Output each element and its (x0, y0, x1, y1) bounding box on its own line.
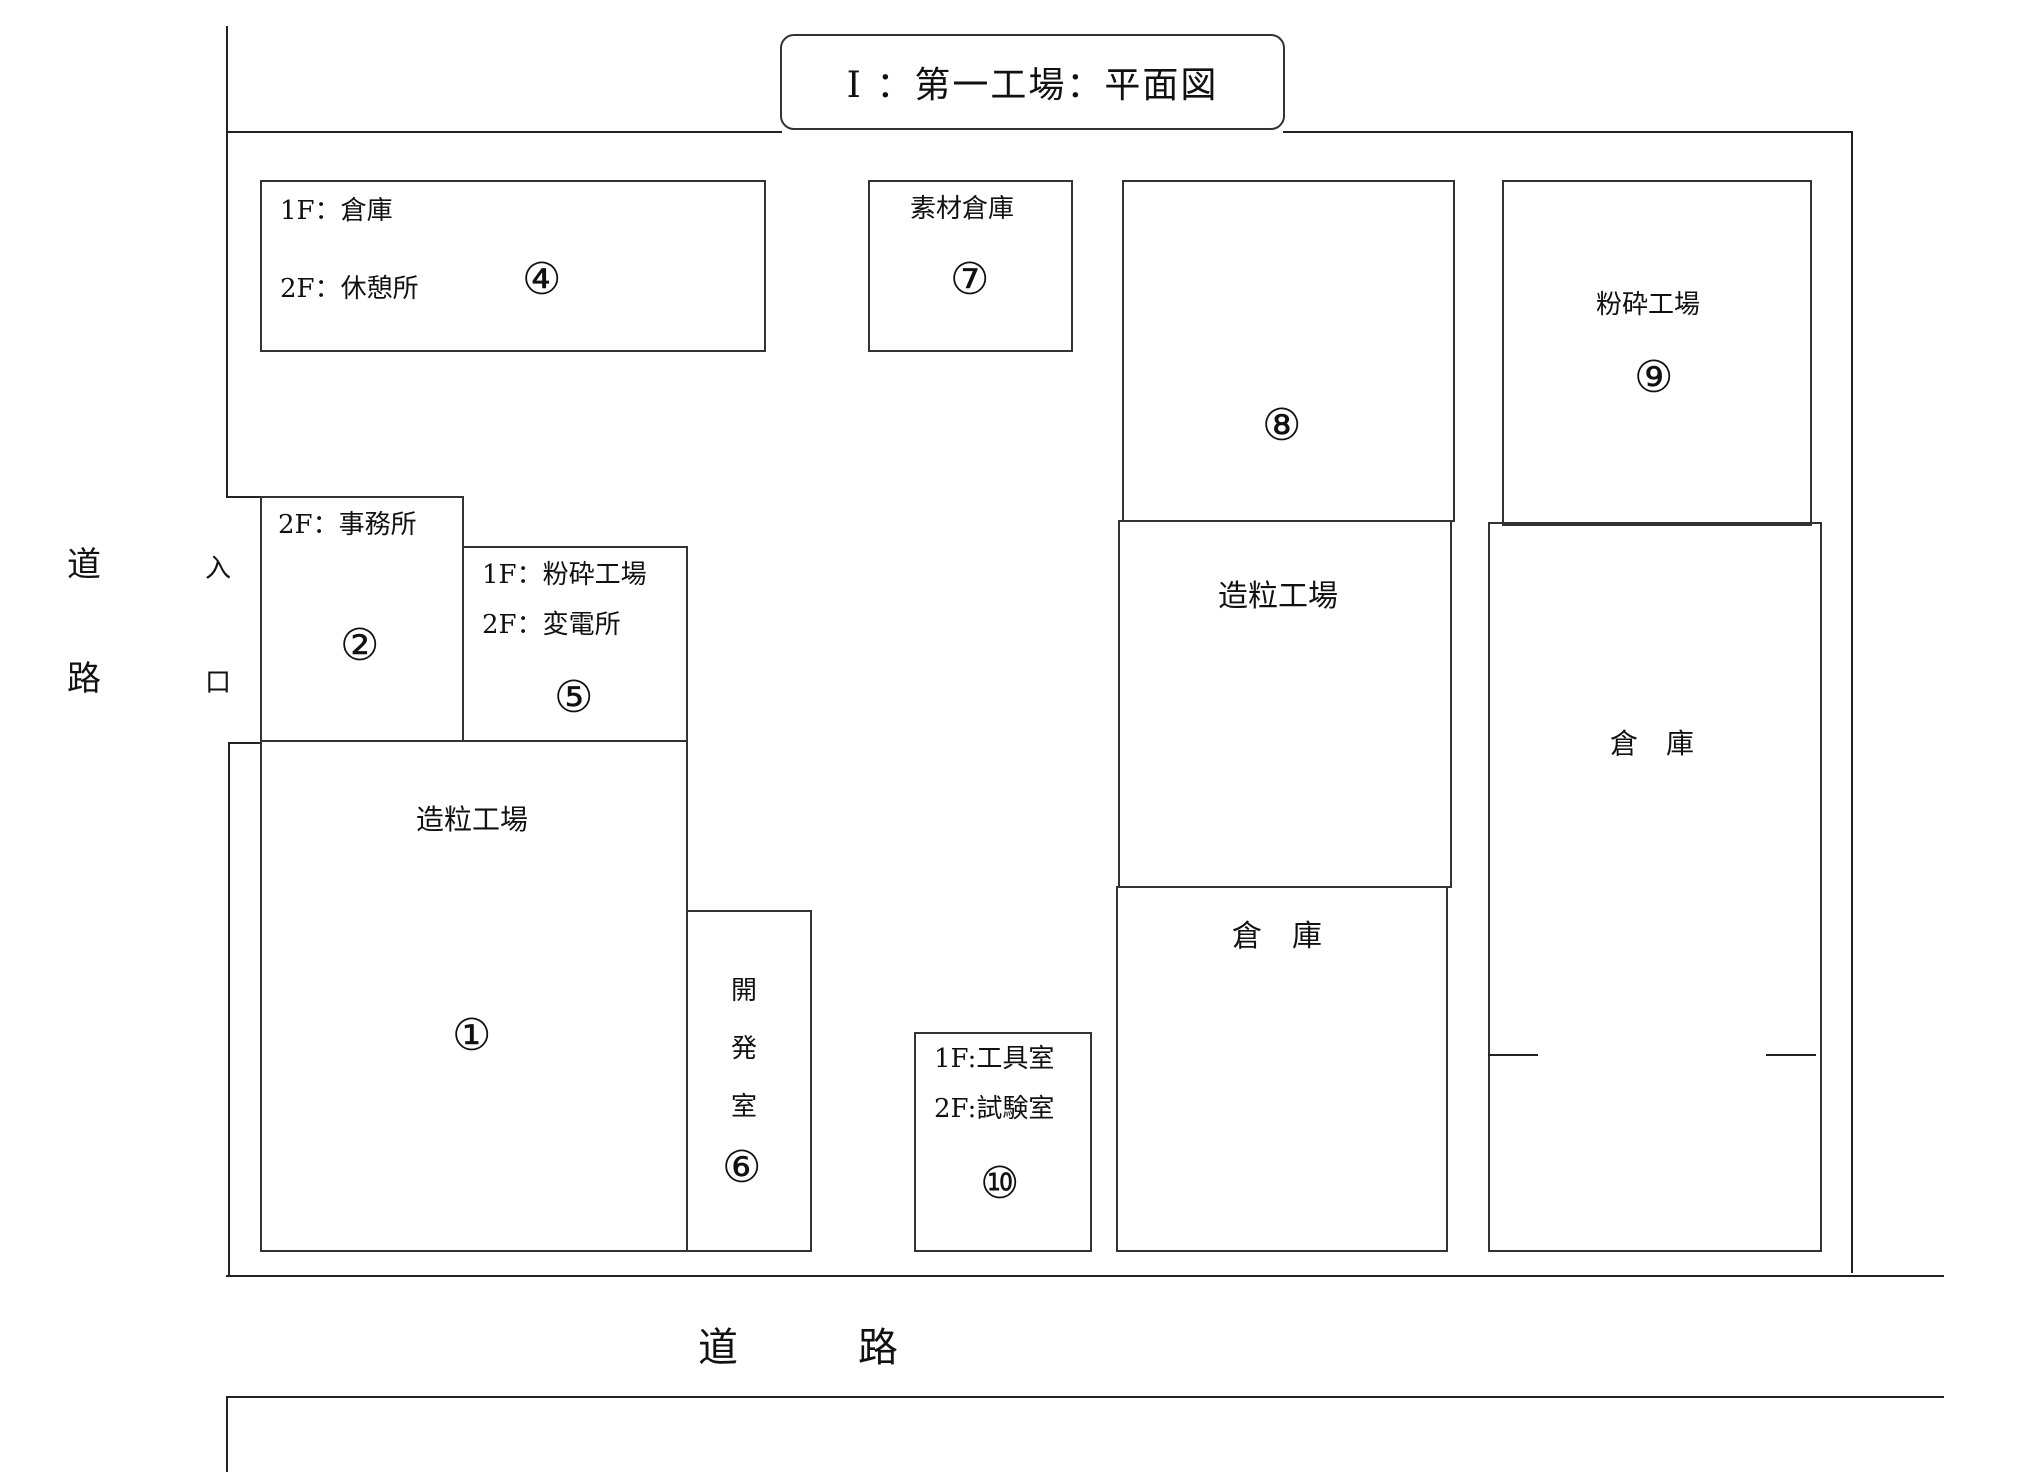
road-bottom-left-line (226, 1396, 228, 1472)
site-top-line-right (1283, 131, 1853, 133)
warehouse-far-right-label: 倉 庫 (1610, 727, 1695, 760)
building-7-label: 素材倉庫 (910, 194, 1015, 224)
building-8-number: ⑧ (1262, 400, 1302, 451)
building-6-char-3: 室 (730, 1092, 757, 1122)
building-6-number: ⑥ (722, 1142, 762, 1193)
warehouse-far-right-stub-right (1766, 1054, 1816, 1056)
road-bottom-line (226, 1396, 1944, 1398)
building-4-floor1: 1F：倉庫 (280, 196, 393, 226)
building-10-floor2: 2F:試験室 (934, 1094, 1055, 1124)
building-1-number: ① (452, 1010, 492, 1061)
road-bottom-label: 道 路 (698, 1325, 898, 1371)
granulation-factory-right (1118, 520, 1452, 888)
building-8 (1122, 180, 1455, 522)
entrance-label-2: 口 (204, 668, 231, 698)
building-4-number: ④ (522, 254, 562, 305)
building-9-number: ⑨ (1634, 352, 1674, 403)
building-10-number: ⑩ (980, 1158, 1020, 1209)
site-bottom-line (226, 1275, 1944, 1277)
building-5-floor2: 2F：変電所 (482, 610, 621, 640)
building-9-label: 粉砕工場 (1596, 290, 1701, 320)
warehouse-far-right (1488, 522, 1822, 1252)
building-4 (260, 180, 766, 352)
building-10 (914, 1032, 1092, 1252)
warehouse-far-right-stub-left (1488, 1054, 1538, 1056)
building-7 (868, 180, 1073, 352)
site-left-top-line (226, 26, 228, 496)
building-5-floor1: 1F：粉砕工場 (482, 560, 647, 590)
building-5-number: ⑤ (554, 672, 594, 723)
entrance-top-stub (226, 496, 262, 498)
building-2-floor2: 2F：事務所 (278, 510, 417, 540)
road-left-label-2: 路 (67, 659, 101, 699)
warehouse-center-right (1116, 886, 1448, 1252)
site-right-line (1851, 131, 1853, 1273)
building-1-label: 造粒工場 (416, 803, 529, 836)
building-6 (686, 910, 812, 1252)
site-top-line-left (226, 131, 782, 133)
diagram-title: Ⅰ ：第一工場：平面図 (780, 34, 1285, 130)
building-6-char-1: 開 (730, 976, 757, 1006)
entrance-label-1: 入 (204, 554, 231, 584)
building-10-floor1: 1F:工具室 (934, 1044, 1055, 1074)
warehouse-center-right-label: 倉 庫 (1232, 919, 1322, 954)
granulation-factory-right-label: 造粒工場 (1218, 579, 1338, 614)
building-9 (1502, 180, 1812, 526)
entrance-bottom-stub (228, 742, 262, 744)
building-4-floor2: 2F：休憩所 (280, 274, 419, 304)
building-2-number: ② (340, 620, 380, 671)
building-6-char-2: 発 (730, 1034, 757, 1064)
road-left-label-1: 道 (67, 545, 101, 585)
building-7-number: ⑦ (950, 254, 990, 305)
site-left-bottom-line (228, 742, 230, 1276)
